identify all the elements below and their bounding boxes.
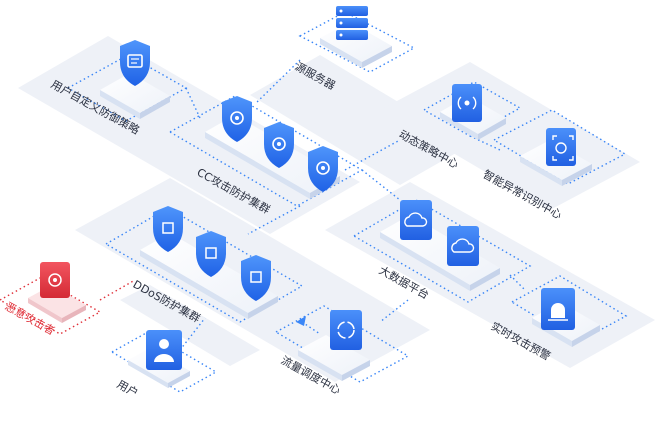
shield-chip-icon [196,231,226,277]
shield-document-icon [100,40,170,119]
cloud-link-icon [447,226,479,266]
shield-target-icon [264,122,294,168]
connector-lines [99,59,526,351]
alarm-light-icon [532,288,600,347]
user-icon [128,330,190,388]
cycle-arrows-icon [298,310,370,381]
flow-arrowhead [296,316,306,326]
biohazard-icon [28,262,86,323]
ddos-cluster-shields [140,206,278,319]
face-scan-icon [520,128,592,186]
server-rack-icon [320,6,392,68]
broadcast-signal-icon [440,84,506,140]
cc-cluster-shields [205,96,340,199]
shield-chip-icon [153,206,183,252]
shield-target-icon [222,96,252,142]
cloud-link-icon [400,200,432,240]
shield-chip-icon [241,255,271,301]
bigdata-platform-boxes [380,200,500,291]
shield-target-icon [308,146,338,192]
